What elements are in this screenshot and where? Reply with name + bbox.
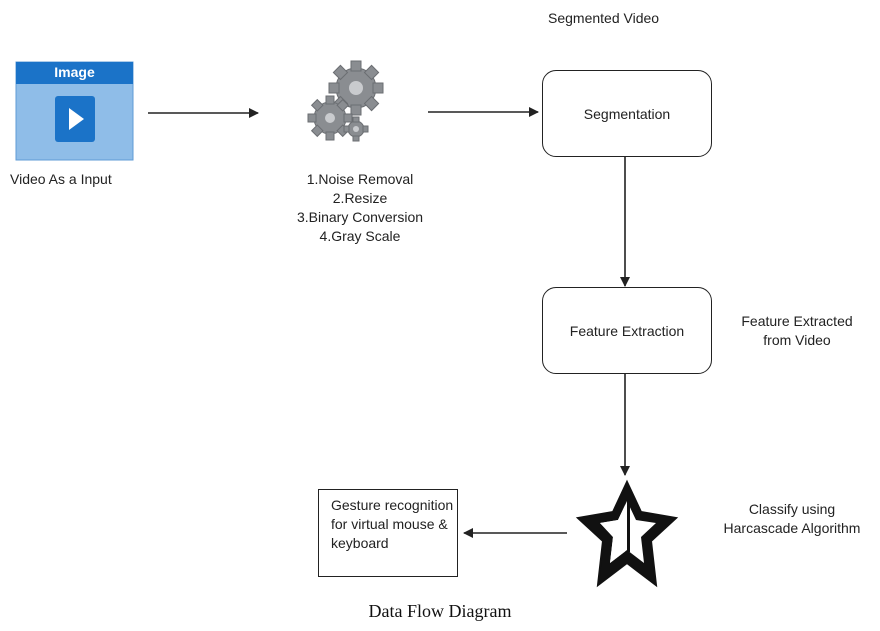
feature-note-line-1: Feature Extracted <box>741 313 853 329</box>
gears-icon <box>307 60 384 142</box>
step-gray-scale: 4.Gray Scale <box>319 228 401 244</box>
segmentation-label: Segmentation <box>583 105 671 122</box>
classify-label-line-2: Harcascade Algorithm <box>723 520 861 536</box>
gesture-recognition-box: Gesture recognition for virtual mouse & … <box>318 489 458 577</box>
segmentation-box: Segmentation <box>542 70 712 157</box>
input-label: Video As a Input <box>10 171 112 187</box>
feature-extraction-label: Feature Extraction <box>569 322 685 339</box>
feature-note-line-2: from Video <box>763 332 831 348</box>
video-play-icon <box>15 61 134 161</box>
star-half-icon <box>575 479 679 588</box>
step-resize: 2.Resize <box>332 190 388 206</box>
feature-extraction-box: Feature Extraction <box>542 287 712 374</box>
output-line-1: Gesture recognition <box>331 497 454 513</box>
feature-note: Feature Extracted from Video <box>722 312 872 350</box>
segmented-video-label: Segmented Video <box>548 10 660 26</box>
step-binary-conversion: 3.Binary Conversion <box>296 209 424 225</box>
classify-label: Classify using Harcascade Algorithm <box>708 500 876 538</box>
diagram-caption: Data Flow Diagram <box>368 601 512 621</box>
image-header-label: Image <box>54 64 95 80</box>
output-line-2: for virtual mouse & <box>331 516 448 532</box>
classify-label-line-1: Classify using <box>748 501 836 517</box>
step-noise-removal: 1.Noise Removal <box>306 171 414 187</box>
output-line-3: keyboard <box>331 535 389 551</box>
preprocessing-steps: 1.Noise Removal 2.Resize 3.Binary Conver… <box>260 170 460 246</box>
